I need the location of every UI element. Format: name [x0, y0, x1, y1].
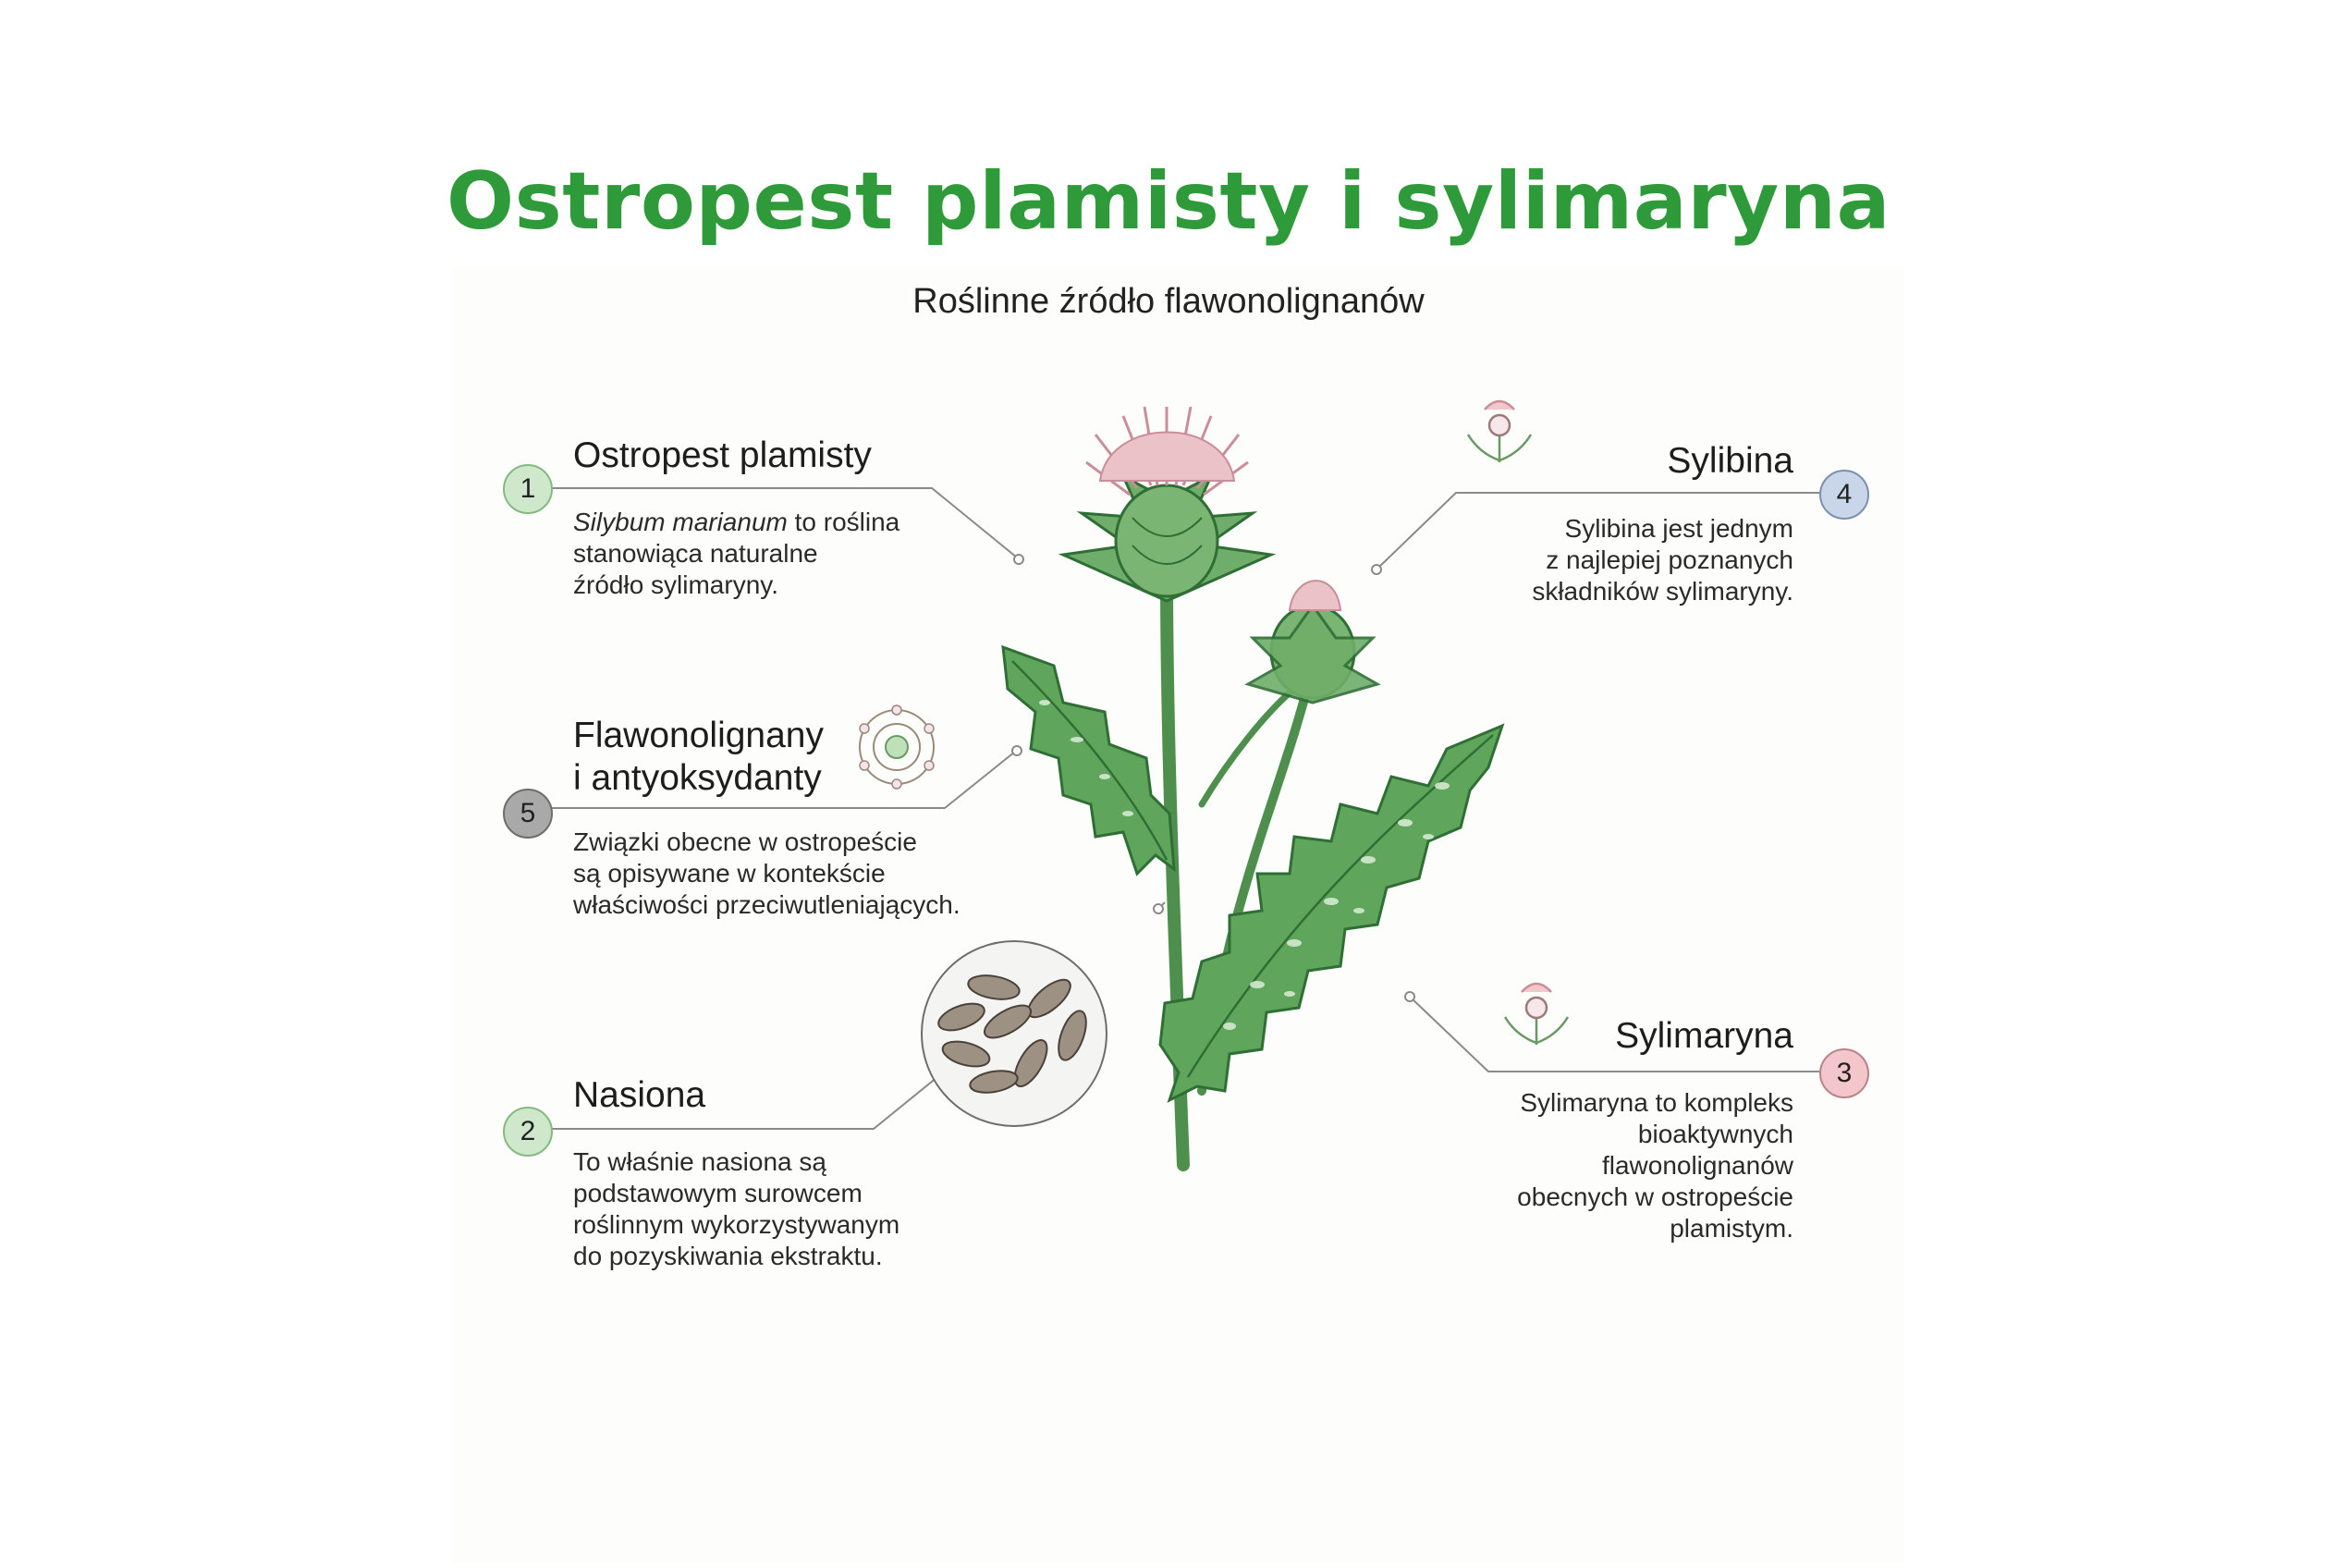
callout-1-description: Silybum marianum to roślina stanowiąca n… — [573, 508, 900, 599]
leaf-spots — [1039, 700, 1450, 1030]
leaf-right — [1158, 723, 1505, 1103]
callout-2-description: To właśnie nasiona są podstawowym surowc… — [573, 1147, 900, 1270]
callout-3-heading: Sylimaryna — [1615, 1016, 1793, 1056]
seeds-magnifier-icon — [921, 940, 1107, 1127]
flower-sprig-icon — [1466, 399, 1533, 462]
secondary-flower-head — [1244, 580, 1381, 704]
page-subtitle: Roślinne źródło flawonolignanów — [912, 282, 1425, 321]
callout-4-heading: Sylibina — [1667, 441, 1793, 481]
flower-sprig-icon — [1503, 982, 1570, 1045]
callout-5-badge: 5 — [503, 789, 553, 839]
callout-1-badge: 1 — [503, 464, 553, 514]
callout-4-description: Sylibina jest jednym z najlepiej poznany… — [1532, 514, 1793, 606]
main-flower-head — [1058, 406, 1277, 603]
callout-2-heading: Nasiona — [573, 1075, 706, 1115]
callout-3-description: Sylimaryna to kompleks bioaktywnych flaw… — [1517, 1088, 1793, 1243]
molecule-icon — [859, 704, 935, 790]
leaf-left — [1001, 644, 1176, 876]
callout-1-heading: Ostropest plamisty — [573, 435, 872, 475]
callout-3-badge: 3 — [1819, 1048, 1869, 1098]
callout-2-badge: 2 — [503, 1107, 553, 1157]
callout-5-heading: Flawonolignany i antyoksydanty — [573, 716, 825, 798]
callout-5-description: Związki obecne w ostropeście są opisywan… — [573, 827, 960, 919]
callout-4-badge: 4 — [1819, 470, 1869, 520]
page-title: Ostropest plamisty i sylimaryna — [447, 155, 1890, 248]
callout-1-latin-name: Silybum marianum — [573, 508, 788, 536]
connector-dots — [1011, 554, 1415, 1002]
